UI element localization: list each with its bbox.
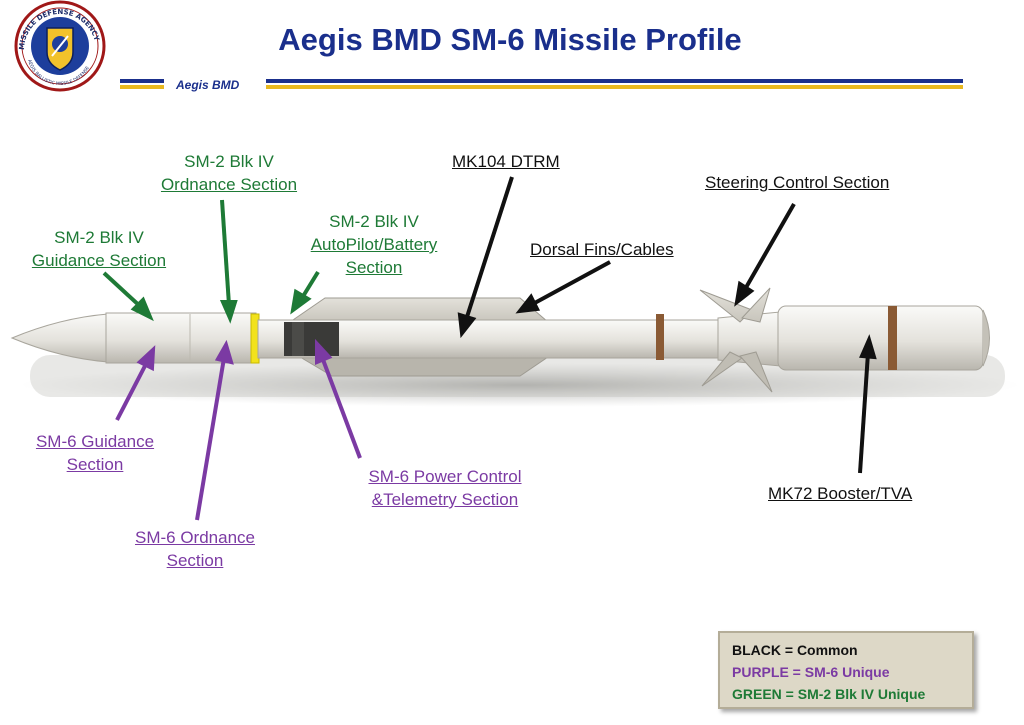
label-line: SM-2 Blk IV [184,152,274,171]
label-sm2-guidance-section: SM-2 Blk IV Guidance Section [20,226,178,272]
legend-black-common: BLACK = Common [732,642,858,658]
label-line: Section [166,551,224,570]
legend-green-sm2-unique: GREEN = SM-2 Blk IV Unique [732,686,926,702]
legend-purple-sm6-unique: PURPLE = SM-6 Unique [732,664,890,680]
label-line: SM-6 Power Control [368,467,522,486]
label-line: SM-6 Guidance [35,432,155,451]
section-subtitle: Aegis BMD [176,78,240,92]
label-line: Section [66,455,124,474]
label-line: SM-6 Ordnance [135,528,255,547]
color-legend: BLACK = Common PURPLE = SM-6 Unique GREE… [718,631,974,709]
label-line: AutoPilot/Battery [310,235,438,254]
label-line: &Telemetry Section [371,490,519,509]
label-sm2-ordnance-section: SM-2 Blk IV Ordnance Section [150,150,308,196]
label-line: SM-2 Blk IV [329,212,419,231]
label-line: Dorsal Fins/Cables [530,240,674,259]
mda-seal-logo: MISSILE DEFENSE AGENCY AEGIS BALLISTIC M… [14,0,106,92]
label-sm6-guidance-section: SM-6 Guidance Section [26,430,164,476]
label-dorsal-fins-cables: Dorsal Fins/Cables [530,238,674,261]
label-line: Steering Control Section [705,173,890,192]
page-title: Aegis BMD SM-6 Missile Profile [278,22,742,57]
label-mk104-dtrm: MK104 DTRM [452,150,560,173]
label-sm2-autopilot-battery-section: SM-2 Blk IV AutoPilot/Battery Section [298,210,450,279]
label-line: Guidance Section [31,251,167,270]
label-line: MK72 Booster/TVA [768,484,913,503]
label-line: MK104 DTRM [452,152,560,171]
label-line: SM-2 Blk IV [54,228,144,247]
label-sm6-power-control-telemetry-section: SM-6 Power Control &Telemetry Section [354,465,536,511]
label-line: Section [345,258,403,277]
header-stripes [120,79,963,89]
label-mk72-booster-tva: MK72 Booster/TVA [768,482,912,505]
label-steering-control-section: Steering Control Section [705,171,889,194]
label-line: Ordnance Section [160,175,298,194]
label-sm6-ordnance-section: SM-6 Ordnance Section [124,526,266,572]
